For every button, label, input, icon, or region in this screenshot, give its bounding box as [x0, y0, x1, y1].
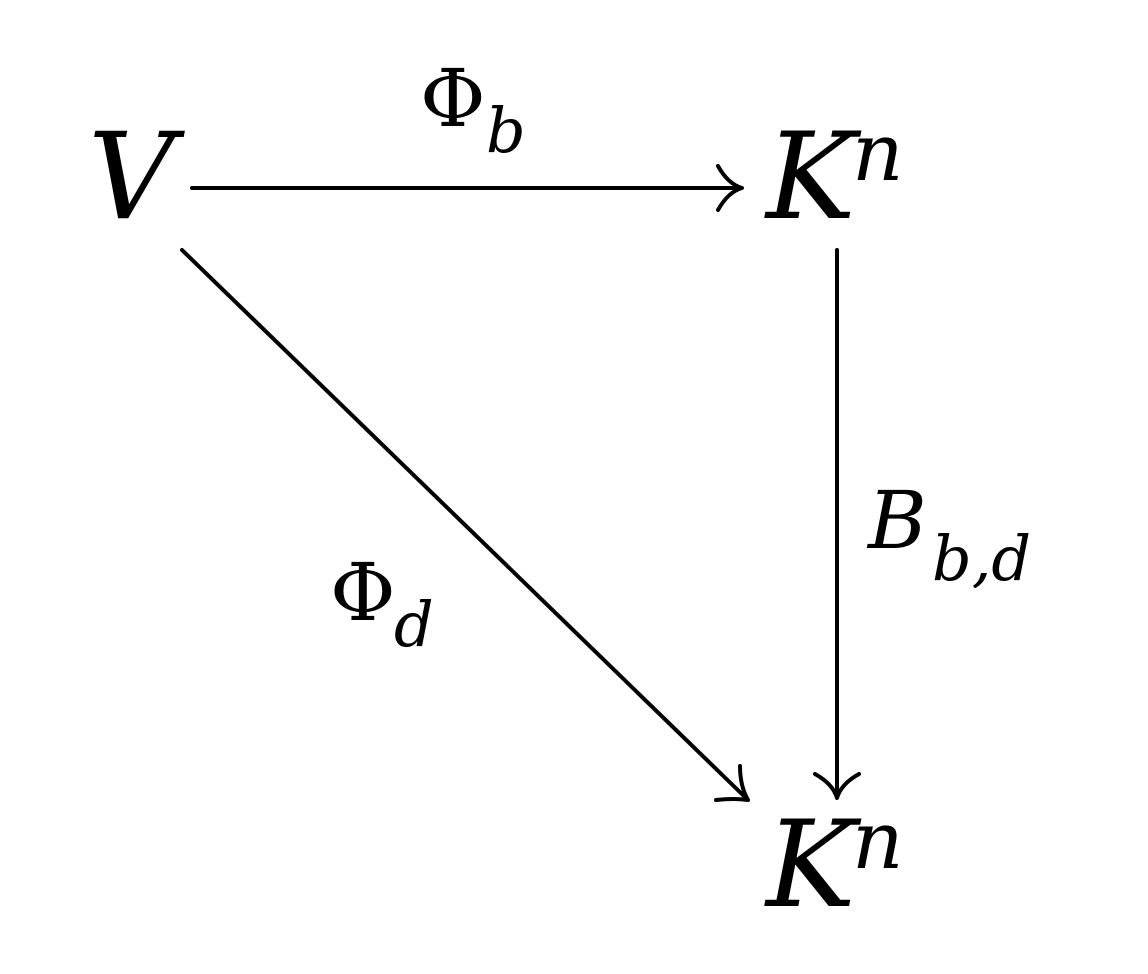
node-kn-bottom-base: K [764, 796, 862, 935]
node-kn-bottom-sup: n [852, 794, 904, 887]
arrow-phi-b-subscript: b [486, 94, 526, 167]
arrow-phi-d-line [180, 248, 748, 800]
arrow-b-bd-subscript: b,d [932, 522, 1031, 595]
node-v-label: V [88, 108, 185, 247]
arrow-b-bd-symbol: B [866, 474, 927, 567]
arrow-phi-d: Φ d [180, 248, 750, 802]
arrow-phi-b: Φ b [190, 52, 744, 212]
node-kn-top-sup: n [852, 106, 904, 199]
arrow-phi-b-symbol: Φ [420, 52, 486, 145]
arrow-b-bd: B b,d [813, 248, 1031, 800]
arrow-phi-d-symbol: Φ [330, 546, 396, 639]
arrow-phi-b-head [716, 164, 744, 212]
arrow-phi-d-subscript: d [394, 588, 434, 661]
node-kn-top-base: K [764, 108, 862, 247]
arrow-b-bd-head [813, 772, 861, 800]
node-kn-top: K n [764, 106, 904, 247]
node-v: V [88, 108, 185, 247]
arrow-phi-d-head [714, 764, 750, 802]
node-kn-bottom: K n [764, 794, 904, 935]
